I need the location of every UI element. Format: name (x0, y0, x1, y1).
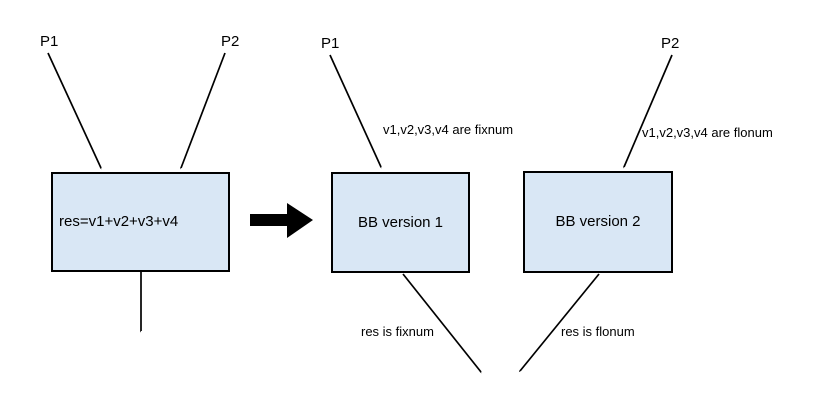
arrow-p2-to-bb-version-2 (624, 54, 673, 167)
arrow-p1-to-original-box (47, 52, 101, 168)
bb-version-2-label: BB version 2 (555, 213, 641, 230)
left-p2-label: P2 (221, 33, 240, 50)
original-basic-block: res=v1+v2+v3+v4 (51, 172, 230, 272)
fixnum-result-annotation: res is fixnum (361, 324, 434, 339)
bb-version-1-label: BB version 1 (357, 213, 444, 231)
bb-version-2-block: BB version 2 (523, 171, 673, 273)
transform-block-arrow (250, 203, 313, 238)
right-p2-label: P2 (661, 35, 680, 52)
arrow-p2-to-original-box (181, 52, 226, 168)
arrow-bb-version-2-output (520, 273, 600, 371)
arrow-p1-to-bb-version-1 (329, 54, 381, 167)
middle-p1-label: P1 (321, 35, 340, 52)
bb-version-1-block: BB version 1 (331, 172, 470, 273)
arrow-bb-version-1-output (402, 273, 481, 372)
left-p1-label: P1 (40, 33, 59, 50)
fixnum-input-annotation: v1,v2,v3,v4 are fixnum (383, 122, 514, 137)
flonum-input-annotation: v1,v2,v3,v4 are flonum (642, 125, 773, 140)
flonum-result-annotation: res is flonum (561, 324, 635, 339)
original-basic-block-label: res=v1+v2+v3+v4 (59, 213, 179, 230)
